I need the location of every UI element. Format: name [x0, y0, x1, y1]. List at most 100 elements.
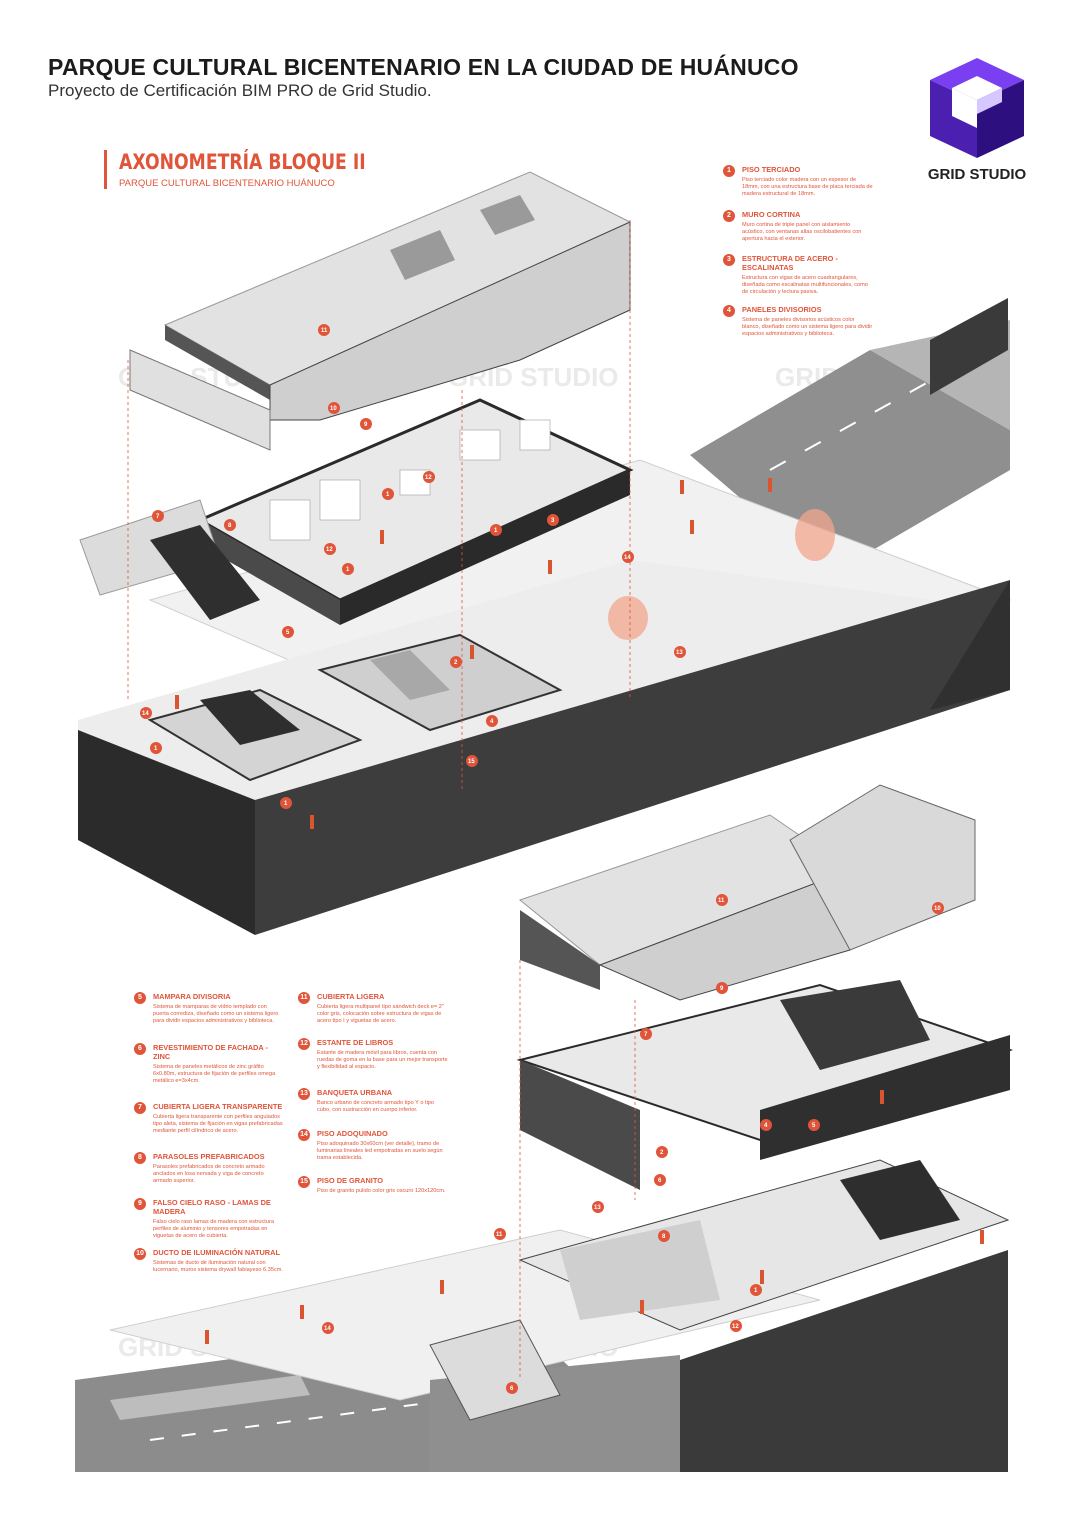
people-figures-top [175, 478, 772, 829]
svg-text:10: 10 [934, 906, 941, 912]
leader-lines-top [127, 220, 631, 790]
svg-text:2: 2 [660, 1150, 664, 1156]
legend-number: 13 [298, 1088, 310, 1100]
section-subtitle: PARQUE CULTURAL BICENTENARIO HUÁNUCO [119, 178, 335, 189]
diagram-tags-top: 11 10 9 7 8 12 1 1 3 12 1 5 14 13 2 4 15… [140, 324, 686, 809]
legend-item: 6 REVESTIMIENTO DE FACHADA - ZINC Sistem… [134, 1043, 284, 1085]
legend-number: 7 [134, 1102, 146, 1114]
legend-description: Sistema de paneles divisorios acústicos … [742, 317, 873, 337]
legend-item: 10 DUCTO DE ILUMINACIÓN NATURAL Sistemas… [134, 1248, 284, 1274]
legend-title: REVESTIMIENTO DE FACHADA - ZINC [153, 1043, 268, 1061]
legend-title: PISO DE GRANITO [317, 1176, 383, 1185]
legend-item: 14 PISO ADOQUINADO Piso adoquinado 30x60… [298, 1129, 448, 1162]
svg-text:9: 9 [720, 986, 724, 992]
legend-description: Banco urbano de concreto armado tipo Y o… [317, 1100, 435, 1113]
svg-text:11: 11 [496, 1232, 503, 1238]
svg-text:1: 1 [494, 528, 498, 534]
legend-description: Piso de granito pulido color gris oscuro… [317, 1188, 446, 1194]
legend-number: 9 [134, 1198, 146, 1210]
legend-description: Sistemas de ducto de iluminación natural… [153, 1260, 283, 1273]
building-base-top [78, 580, 1010, 935]
svg-text:9: 9 [364, 422, 368, 428]
svg-text:4: 4 [490, 719, 494, 725]
svg-text:6: 6 [658, 1178, 662, 1184]
svg-text:14: 14 [624, 555, 631, 561]
legend-title: PANELES DIVISORIOS [742, 305, 822, 314]
legend-description: Estante de madera móvil para libros, cue… [317, 1050, 448, 1070]
orange-dome [795, 509, 835, 561]
svg-text:12: 12 [425, 475, 432, 481]
legend-title: MAMPARA DIVISORIA [153, 992, 231, 1001]
legend-title: PISO ADOQUINADO [317, 1129, 388, 1138]
legend-title: PARASOLES PREFABRICADOS [153, 1152, 265, 1161]
ground-rooms-top [147, 633, 563, 782]
legend-number: 3 [723, 254, 735, 266]
legend-item: 15 PISO DE GRANITO Piso de granito pulid… [298, 1176, 448, 1195]
people-figures-bottom [205, 1090, 984, 1344]
diagram-tags-bottom: 11 10 9 7 2 4 5 6 13 8 11 1 12 14 6 [322, 894, 944, 1394]
legend-number: 8 [134, 1152, 146, 1164]
legend-description: Piso terciado color madera con un espeso… [742, 177, 873, 197]
legend-title: MURO CORTINA [742, 210, 801, 219]
svg-text:1: 1 [154, 746, 158, 752]
legend-number: 2 [723, 210, 735, 222]
section-heading: AXONOMETRÍA BLOQUE II PARQUE CULTURAL BI… [104, 150, 420, 189]
svg-text:13: 13 [594, 1205, 601, 1211]
legend-item: 13 BANQUETA URBANA Banco urbano de concr… [298, 1088, 448, 1114]
legend-description: Sistema de paneles metálicos de zinc grá… [153, 1064, 276, 1084]
svg-text:11: 11 [718, 898, 725, 904]
legend-title: CUBIERTA LIGERA [317, 992, 385, 1001]
svg-text:12: 12 [732, 1324, 739, 1330]
legend-title: ESTRUCTURA DE ACERO - ESCALINATAS [742, 254, 838, 272]
legend-number: 11 [298, 992, 310, 1004]
svg-text:7: 7 [644, 1032, 648, 1038]
svg-text:11: 11 [321, 328, 328, 334]
svg-text:1: 1 [754, 1288, 758, 1294]
legend-title: DUCTO DE ILUMINACIÓN NATURAL [153, 1248, 281, 1257]
legend-item: 4 PANELES DIVISORIOS Sistema de paneles … [723, 305, 873, 338]
svg-text:2: 2 [454, 660, 458, 666]
middle-floor-bottom [516, 980, 1014, 1190]
legend-description: Muro cortina de triple panel con aislami… [742, 222, 862, 242]
legend-item: 7 CUBIERTA LIGERA TRANSPARENTE Cubierta … [134, 1102, 284, 1135]
legend-item: 12 ESTANTE DE LIBROS Estante de madera m… [298, 1038, 448, 1071]
svg-text:13: 13 [676, 650, 683, 656]
svg-text:1: 1 [386, 492, 390, 498]
svg-text:14: 14 [142, 711, 149, 717]
legend-title: CUBIERTA LIGERA TRANSPARENTE [153, 1102, 283, 1111]
legend-item: 5 MAMPARA DIVISORIA Sistema de mamparas … [134, 992, 284, 1025]
svg-text:8: 8 [228, 523, 232, 529]
legend-item: 3 ESTRUCTURA DE ACERO - ESCALINATAS Estr… [723, 254, 873, 296]
svg-text:1: 1 [346, 567, 350, 573]
legend-title: BANQUETA URBANA [317, 1088, 393, 1097]
svg-text:10: 10 [330, 406, 337, 412]
kiosk [429, 1319, 561, 1421]
legend-description: Sistema de mamparas de vidrio templado c… [153, 1004, 279, 1024]
legend-number: 6 [134, 1043, 146, 1055]
svg-text:4: 4 [764, 1123, 768, 1129]
legend-title: FALSO CIELO RASO - LAMAS DE MADERA [153, 1198, 271, 1216]
svg-text:3: 3 [551, 518, 555, 524]
bookshelves-top [269, 419, 551, 541]
svg-text:1: 1 [284, 801, 288, 807]
svg-text:5: 5 [812, 1123, 816, 1129]
svg-text:12: 12 [326, 547, 333, 553]
svg-text:6: 6 [510, 1386, 514, 1392]
legend-item: 1 PISO TERCIADO Piso terciado color made… [723, 165, 873, 198]
legend-item: 2 MURO CORTINA Muro cortina de triple pa… [723, 210, 873, 243]
legend-number: 14 [298, 1129, 310, 1141]
section-title: AXONOMETRÍA BLOQUE II [119, 150, 366, 174]
svg-text:7: 7 [156, 514, 160, 520]
billboard-top [930, 298, 1008, 395]
library-ground-bottom [518, 1159, 1010, 1331]
svg-text:5: 5 [286, 630, 290, 636]
roof-bottom [518, 784, 976, 1001]
svg-text:14: 14 [324, 1326, 331, 1332]
roof-top [129, 171, 632, 451]
leader-lines-bottom [519, 960, 636, 1380]
legend-item: 11 CUBIERTA LIGERA Cubierta ligera multi… [298, 992, 448, 1025]
legend-description: Cubierta ligera multipanel tipo sándwich… [317, 1004, 444, 1024]
svg-text:15: 15 [468, 759, 475, 765]
legend-description: Piso adoquinado 30x60cm (ver detalle), t… [317, 1141, 443, 1161]
legend-item: 9 FALSO CIELO RASO - LAMAS DE MADERA Fal… [134, 1198, 284, 1240]
